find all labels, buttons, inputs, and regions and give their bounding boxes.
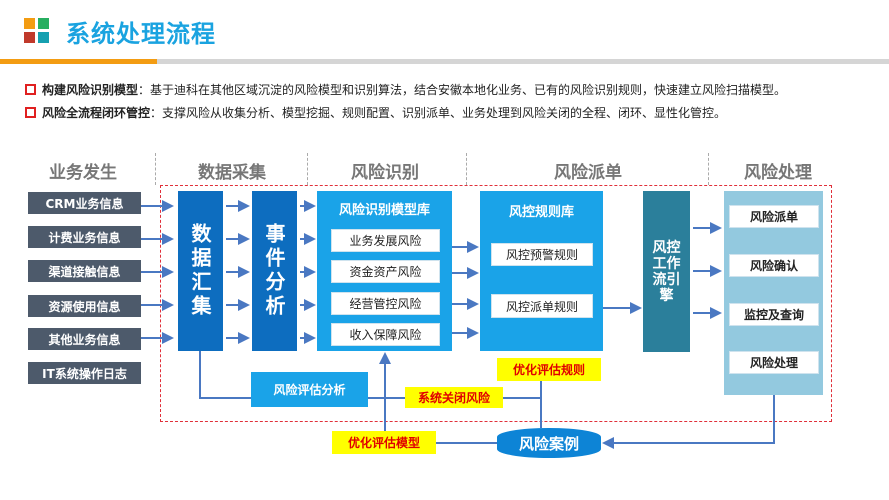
rule-library-title: 风控规则库: [508, 205, 574, 220]
source-resource: 资源使用信息: [28, 295, 141, 317]
workflow-engine: 风控工作流引擎: [643, 191, 690, 352]
model-item: 收入保障风险: [331, 323, 440, 346]
stage-identify: 风险识别: [351, 163, 419, 183]
stage-divider: [708, 153, 709, 185]
logo-square-teal: [38, 32, 49, 43]
bullet-1: 构建风险识别模型：基于迪科在其他区域沉淀的风险模型和识别算法，结合安徽本地化业务…: [25, 81, 786, 98]
model-item: 经营管控风险: [331, 292, 440, 315]
data-gather-box: 数据汇集: [178, 191, 223, 351]
rule-item: 风控派单规则: [491, 294, 593, 318]
stage-collect: 数据采集: [198, 163, 266, 183]
handling-panel: 风险派单 风险确认 监控及查询 风险处理: [724, 191, 823, 395]
stage-handle: 风险处理: [744, 163, 812, 183]
handling-item: 风险确认: [729, 254, 819, 277]
bullet-label: 风险全流程闭环管控: [42, 106, 151, 120]
rule-item: 风控预警规则: [491, 243, 593, 266]
model-item: 资金资产风险: [331, 260, 440, 283]
event-analysis-box: 事件分析: [252, 191, 297, 351]
stage-divider: [307, 153, 308, 185]
bullet-square-icon: [25, 84, 36, 95]
bullet-label: 构建风险识别模型: [42, 83, 139, 97]
source-crm: CRM业务信息: [28, 192, 141, 214]
title-underline: [157, 59, 889, 64]
bullet-text: ：支撑风险从收集分析、模型挖掘、规则配置、识别派单、业务处理到风险关闭的全程、闭…: [150, 106, 727, 120]
handling-item: 风险处理: [729, 351, 819, 374]
bullet-2: 风险全流程闭环管控：支撑风险从收集分析、模型挖掘、规则配置、识别派单、业务处理到…: [25, 104, 726, 121]
optimize-model-label: 优化评估模型: [332, 431, 436, 454]
bullet-text: ：基于迪科在其他区域沉淀的风险模型和识别算法，结合安徽本地化业务、已有的风险识别…: [138, 83, 787, 97]
logo-square-orange: [24, 18, 35, 29]
source-other: 其他业务信息: [28, 328, 141, 350]
model-library: 风险识别模型库 业务发展风险 资金资产风险 经营管控风险 收入保障风险: [317, 191, 452, 351]
risk-assessment-box: 风险评估分析: [251, 372, 368, 407]
model-item: 业务发展风险: [331, 229, 440, 252]
source-billing: 计费业务信息: [28, 226, 141, 248]
page-title: 系统处理流程: [66, 20, 216, 48]
system-boundary: [160, 185, 832, 422]
source-it-log: IT系统操作日志: [28, 362, 141, 384]
stage-divider: [155, 153, 156, 185]
close-risk-label: 系统关闭风险: [405, 387, 503, 408]
model-library-title: 风险识别模型库: [338, 203, 430, 218]
handling-item: 风险派单: [729, 205, 819, 228]
logo-square-green: [38, 18, 49, 29]
optimize-rule-label: 优化评估规则: [497, 358, 601, 381]
stage-dispatch: 风险派单: [554, 163, 622, 183]
stage-business: 业务发生: [49, 163, 117, 183]
stage-divider: [466, 153, 467, 185]
logo-square-red: [24, 32, 35, 43]
handling-item: 监控及查询: [729, 303, 819, 326]
title-underline-accent: [0, 59, 157, 64]
bullet-square-icon: [25, 107, 36, 118]
rule-library: 风控规则库 风控预警规则 风控派单规则: [480, 191, 603, 351]
risk-cases-database: 风险案例: [497, 428, 601, 458]
source-channel: 渠道接触信息: [28, 260, 141, 282]
